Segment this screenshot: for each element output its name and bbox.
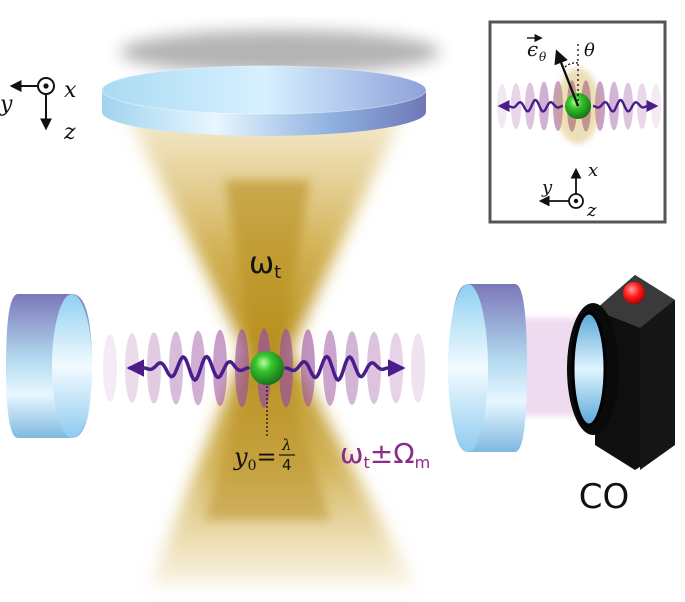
coordinate-axes: x y z bbox=[0, 77, 77, 145]
sideband-label: ωt±Ωm bbox=[340, 437, 430, 472]
standing-wave-lobe bbox=[411, 333, 425, 403]
trap-frequency-label: ωt bbox=[249, 246, 281, 283]
svg-text:y: y bbox=[541, 177, 553, 198]
focusing-lens bbox=[101, 65, 427, 136]
polarization-inset: ϵ θ θ x y z bbox=[488, 20, 667, 224]
standing-wave-lobe bbox=[525, 82, 535, 130]
nanoparticle bbox=[250, 351, 284, 385]
svg-text:z: z bbox=[63, 120, 76, 145]
svg-text:x: x bbox=[64, 78, 77, 103]
right-wavy-arrow bbox=[284, 354, 406, 383]
svg-text:4: 4 bbox=[282, 456, 292, 474]
standing-wave-lobe bbox=[235, 329, 249, 407]
lens-shadow bbox=[120, 30, 440, 74]
polarization-angle-label: θ bbox=[584, 40, 595, 61]
detector-label: CO bbox=[579, 477, 630, 517]
svg-text:λ: λ bbox=[281, 436, 292, 454]
standing-wave-lobe bbox=[367, 331, 381, 405]
svg-text:z: z bbox=[586, 200, 597, 221]
scattered-light-arrows bbox=[126, 354, 406, 383]
standing-wave-lobe bbox=[103, 334, 117, 402]
trap-beam-core bbox=[205, 180, 330, 520]
standing-wave-lobe bbox=[191, 330, 205, 406]
svg-text:θ: θ bbox=[539, 50, 547, 64]
position-label: y0= λ 4 bbox=[233, 436, 295, 474]
standing-wave-lobe bbox=[213, 329, 227, 407]
standing-wave-lobe bbox=[609, 81, 619, 131]
right-mirror bbox=[448, 284, 527, 452]
svg-text:y: y bbox=[0, 92, 13, 117]
detector bbox=[567, 275, 675, 470]
polarization-vector-label: ϵ θ bbox=[527, 33, 547, 64]
left-mirror bbox=[6, 294, 92, 438]
svg-text:y0=: y0= bbox=[233, 443, 277, 474]
svg-text:ϵ: ϵ bbox=[527, 37, 538, 61]
standing-wave-lobe bbox=[623, 82, 633, 130]
inset-right-wavy-arrow bbox=[592, 98, 659, 113]
left-wavy-arrow bbox=[126, 354, 250, 383]
detector-indicator-led bbox=[623, 282, 645, 304]
standing-wave-lobe bbox=[539, 81, 549, 131]
inset-left-wavy-arrow bbox=[497, 98, 564, 113]
standing-wave-lobe bbox=[323, 330, 337, 406]
standing-wave-lobe bbox=[345, 331, 359, 405]
svg-text:x: x bbox=[588, 160, 598, 181]
